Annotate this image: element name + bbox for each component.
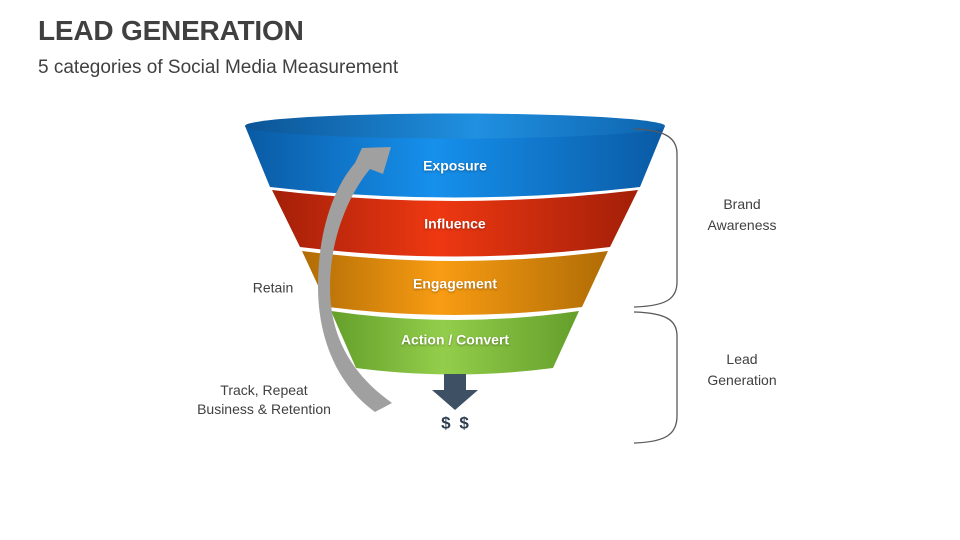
funnel-layer-engagement-shape	[302, 251, 608, 315]
lead-generation-line2: Generation	[707, 372, 777, 388]
funnel-top-ellipse	[245, 113, 665, 139]
page-subtitle: 5 categories of Social Media Measurement	[38, 57, 399, 78]
brand-awareness-label: Brand Awareness	[707, 194, 776, 236]
bracket-lead-generation	[633, 311, 678, 444]
track-repeat-line2: Business & Retention	[197, 401, 331, 417]
brand-awareness-line2: Awareness	[707, 217, 777, 233]
brand-awareness-line1: Brand	[723, 196, 761, 212]
funnel-label-influence: Influence	[424, 215, 486, 232]
lead-generation-line1: Lead	[726, 351, 758, 367]
funnel-label-exposure: Exposure	[423, 157, 487, 174]
funnel-layer-action-shape	[331, 311, 579, 375]
dollar-signs-label: $ $	[441, 413, 471, 433]
track-repeat-label: Track, Repeat Business & Retention	[197, 381, 331, 419]
retain-label: Retain	[252, 279, 294, 296]
bracket-brand-awareness	[633, 128, 678, 308]
funnel-label-engagement: Engagement	[412, 275, 498, 292]
lead-generation-label: Lead Generation	[707, 349, 776, 391]
page-title: LEAD GENERATION	[38, 15, 304, 46]
retain-curved-arrow-icon	[318, 147, 392, 412]
conversion-down-arrow-icon	[432, 374, 478, 410]
funnel-layer-influence-shape	[272, 190, 638, 257]
funnel-label-action-convert: Action / Convert	[400, 331, 510, 348]
track-repeat-line1: Track, Repeat	[220, 382, 308, 398]
slide-header: LEAD GENERATION 5 categories of Social M…	[38, 14, 398, 80]
